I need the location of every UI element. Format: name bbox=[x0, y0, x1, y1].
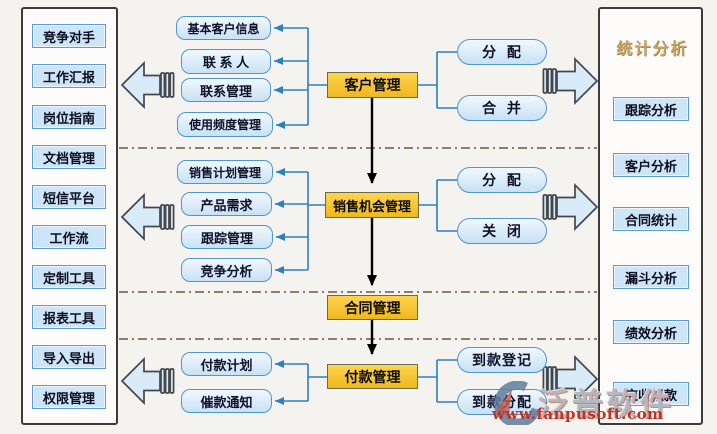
left-tools-panel: 竞争对手 工作汇报 岗位指南 文档管理 短信平台 工作流 定制工具 报表工具 导… bbox=[21, 7, 118, 425]
left-panel-item: 短信平台 bbox=[32, 185, 106, 209]
sub-box-competition-analysis: 竞争分析 bbox=[181, 258, 272, 282]
big-arrows-right bbox=[542, 56, 599, 404]
action-box-receipt-allocation: 到款分配 bbox=[457, 389, 547, 415]
sub-box-sales-plan: 销售计划管理 bbox=[177, 160, 273, 184]
action-box-assign: 分 配 bbox=[457, 167, 547, 193]
sub-box-contact-management: 联系管理 bbox=[181, 78, 271, 102]
sub-box-dunning-notice: 催款通知 bbox=[181, 389, 272, 413]
statistics-panel-item: 合同统计 bbox=[613, 207, 689, 231]
statistics-panel-title: 统计分析 bbox=[616, 41, 689, 58]
statistics-panel-item: 跟踪分析 bbox=[613, 97, 689, 121]
main-box-payment-management: 付款管理 bbox=[327, 364, 418, 389]
big-arrow-right-icon bbox=[542, 182, 599, 232]
sub-box-contacts: 联 系 人 bbox=[181, 49, 271, 74]
left-panel-item: 工作流 bbox=[32, 225, 106, 249]
section-separators bbox=[119, 147, 597, 340]
sub-box-usage-frequency: 使用频度管理 bbox=[177, 112, 273, 137]
statistics-panel-item: 客户分析 bbox=[613, 153, 689, 177]
big-arrow-left-icon bbox=[120, 356, 175, 406]
left-panel-item: 竞争对手 bbox=[32, 24, 106, 48]
sub-box-basic-customer-info: 基本客户信息 bbox=[176, 16, 271, 40]
left-panel-item: 工作汇报 bbox=[32, 64, 106, 88]
left-panel-item: 定制工具 bbox=[32, 265, 106, 289]
action-box-receipt-registration: 到款登记 bbox=[457, 347, 547, 373]
statistics-panel-item: 应收帐款 bbox=[613, 382, 689, 406]
main-box-contract-management: 合同管理 bbox=[327, 295, 418, 320]
left-panel-item: 报表工具 bbox=[32, 305, 106, 329]
big-arrow-left-icon bbox=[120, 60, 175, 110]
sub-box-product-demand: 产品需求 bbox=[181, 192, 272, 216]
left-panel-item: 权限管理 bbox=[32, 385, 106, 409]
action-box-merge: 合 并 bbox=[457, 95, 547, 121]
statistics-panel-item: 漏斗分析 bbox=[613, 265, 689, 289]
main-box-customer-management: 客户管理 bbox=[327, 72, 418, 98]
big-arrow-left-icon bbox=[120, 192, 175, 242]
action-box-close: 关 闭 bbox=[457, 218, 547, 244]
sub-box-tracking-management: 跟踪管理 bbox=[181, 225, 273, 249]
big-arrow-right-icon bbox=[542, 56, 599, 106]
big-arrow-right-icon bbox=[542, 354, 599, 404]
statistics-panel-item: 绩效分析 bbox=[613, 320, 689, 344]
main-box-sales-opportunity-management: 销售机会管理 bbox=[325, 192, 419, 218]
left-panel-item: 岗位指南 bbox=[32, 105, 106, 129]
left-panel-item: 导入导出 bbox=[32, 345, 106, 369]
sales-connectors bbox=[275, 168, 457, 274]
payment-connectors bbox=[275, 359, 457, 405]
big-arrows-left bbox=[120, 60, 175, 406]
left-panel-item: 文档管理 bbox=[32, 145, 106, 169]
statistics-panel: 统计分析 跟踪分析 客户分析 合同统计 漏斗分析 绩效分析 应收帐款 bbox=[598, 7, 703, 425]
sub-box-payment-plan: 付款计划 bbox=[181, 352, 272, 376]
customer-connectors bbox=[274, 24, 457, 129]
action-box-assign: 分 配 bbox=[457, 39, 547, 65]
